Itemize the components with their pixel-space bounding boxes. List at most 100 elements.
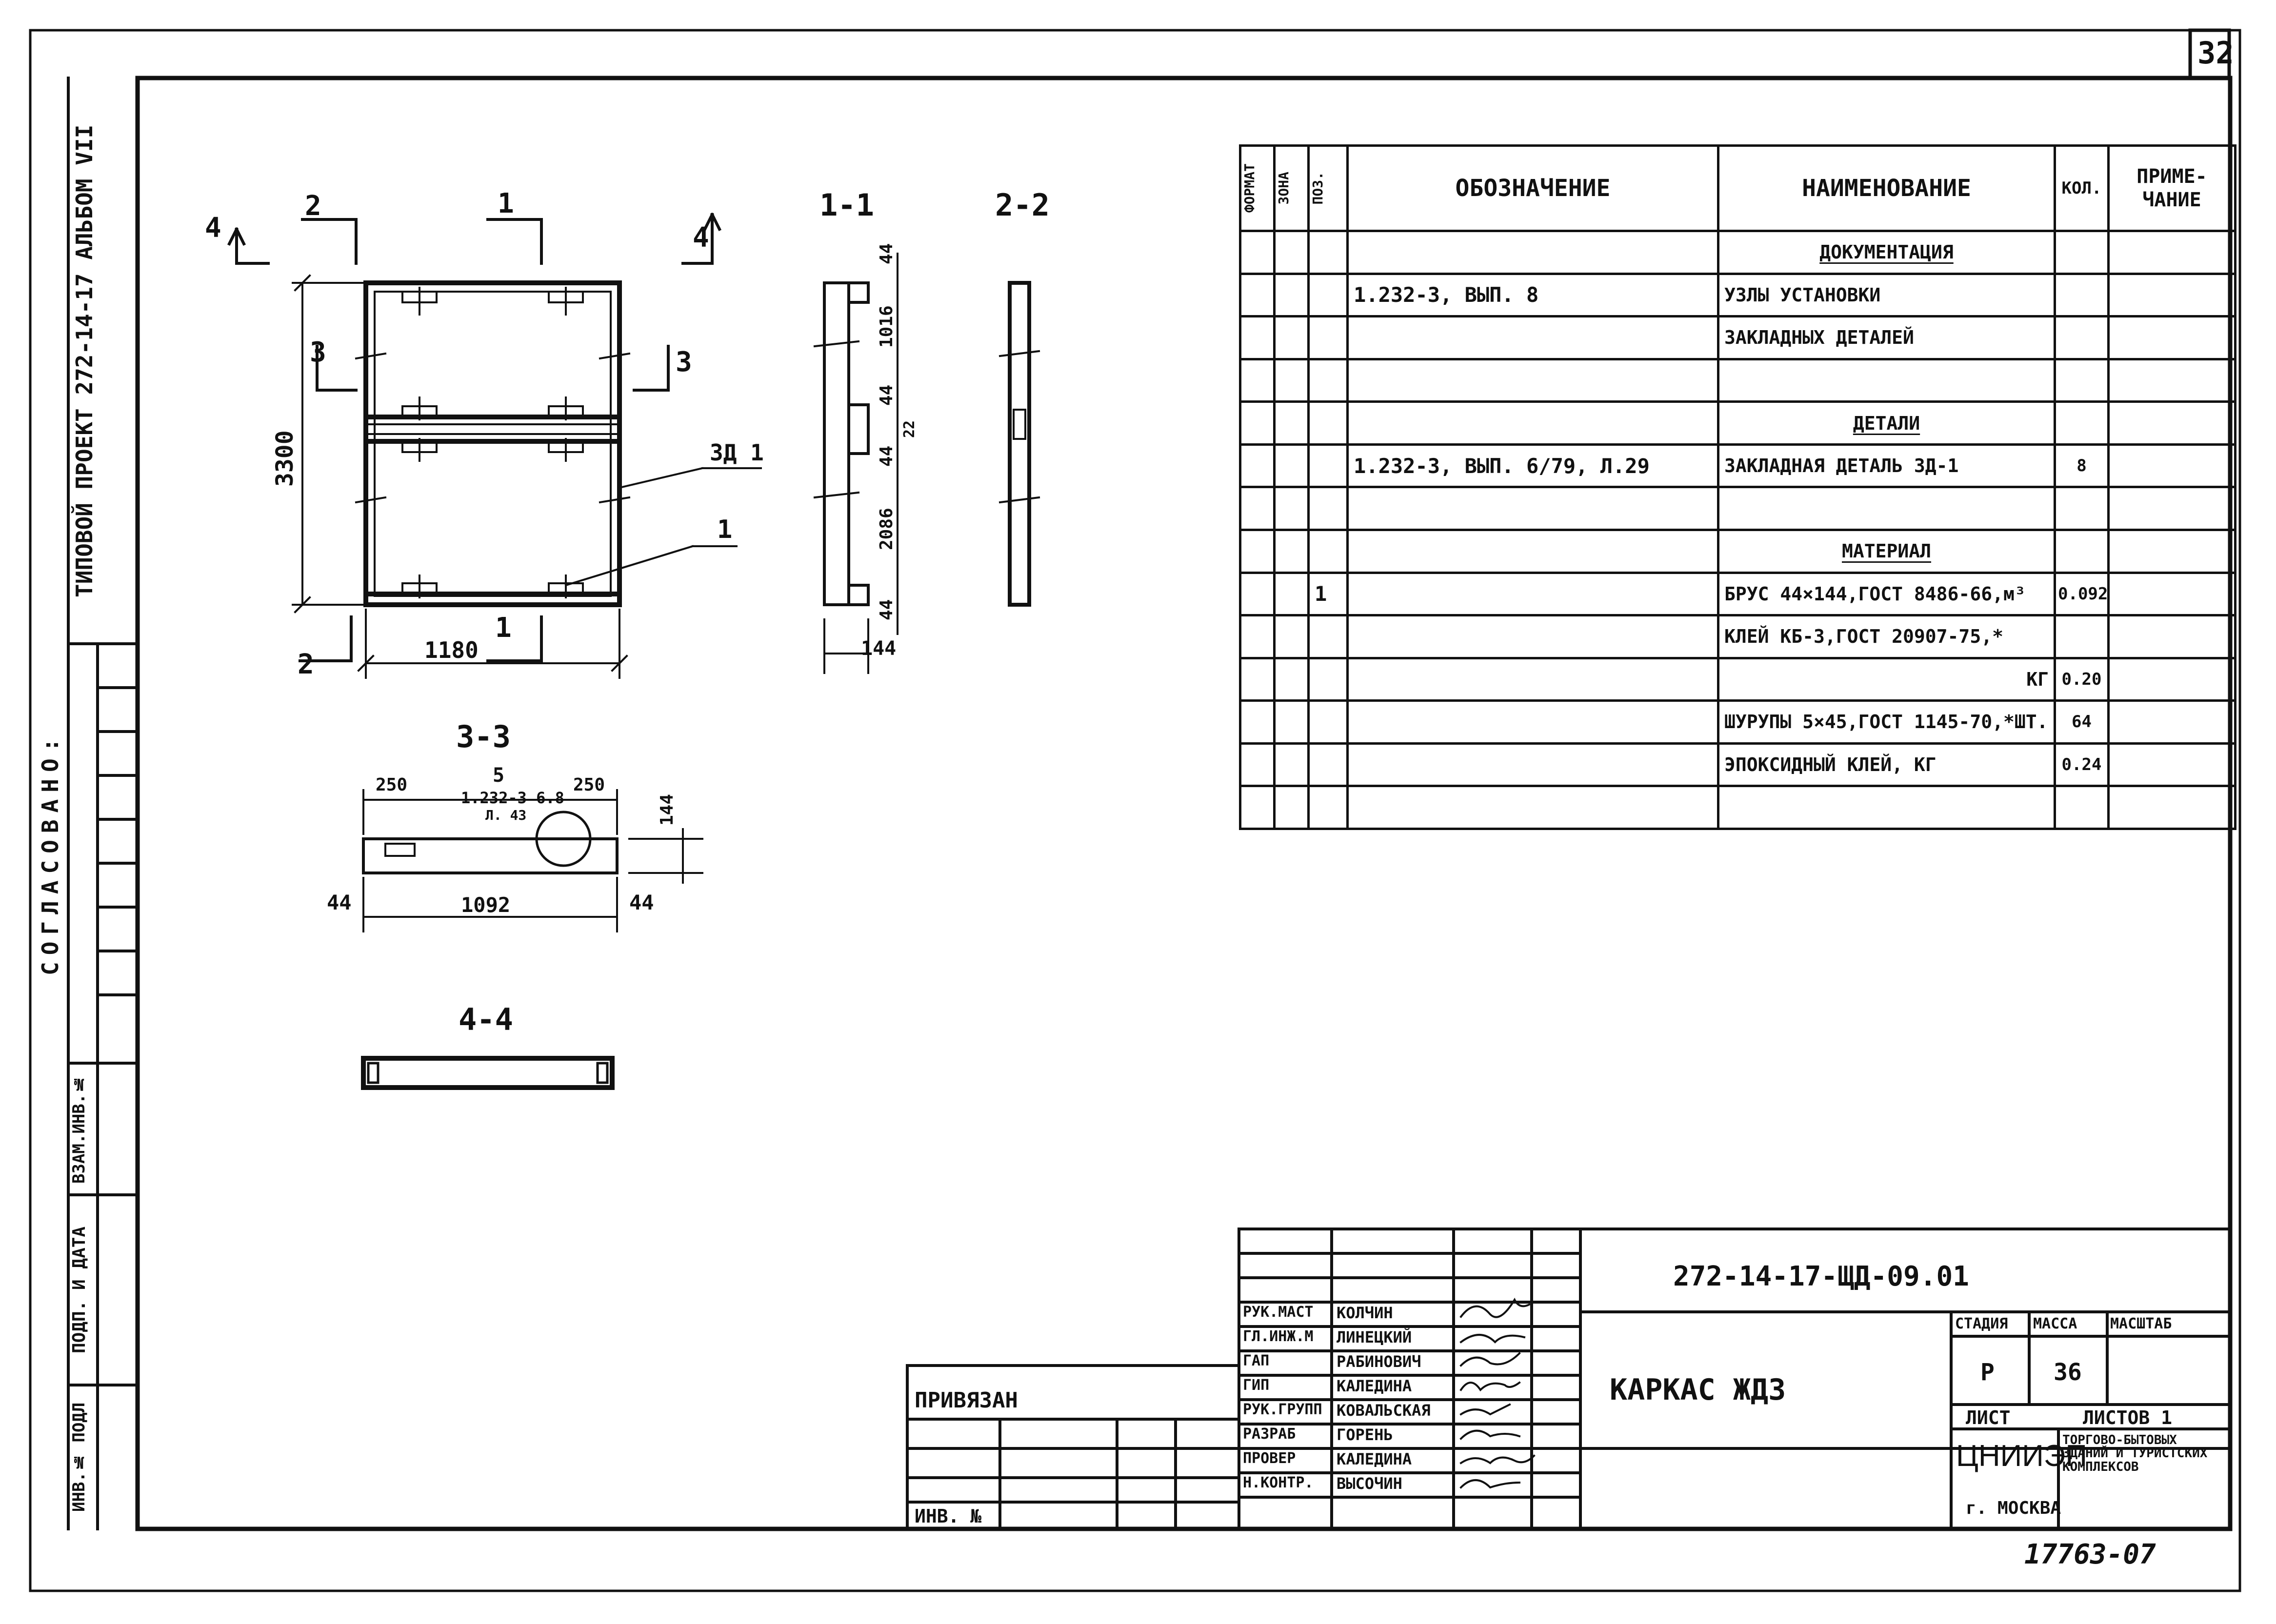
section-4-4 <box>361 1056 615 1090</box>
sheet-label: ЛИСТ <box>1966 1407 2011 1428</box>
cell-designation <box>1346 571 1719 617</box>
cell-pos <box>1307 699 1349 745</box>
cell-pos <box>1307 742 1349 788</box>
cell-designation <box>1346 614 1719 659</box>
city: г. МОСКВА <box>1966 1498 2061 1518</box>
section-3-3 <box>362 789 703 932</box>
org-desc: ТОРГОВО-БЫТОВЫХ ЗДАНИЙ И ТУРИСТСКИХ КОМП… <box>2062 1433 2208 1474</box>
cut-label-1-top: 1 <box>498 188 514 219</box>
callout-zd1: ЗД 1 <box>710 439 764 466</box>
section-1-1 <box>813 253 898 674</box>
mass-value: 36 <box>2054 1359 2082 1386</box>
cell-designation <box>1346 699 1719 745</box>
stage-value: Р <box>1980 1359 1995 1386</box>
col-note: ПРИМЕ-ЧАНИЕ <box>2107 144 2236 232</box>
signatory-name: КАЛЕДИНА <box>1337 1377 1412 1395</box>
section-4-4-title: 4-4 <box>459 1002 513 1037</box>
cell-format <box>1239 315 1276 360</box>
cell-note <box>2107 699 2236 745</box>
mass-label: МАССА <box>2033 1315 2077 1332</box>
sec11-dim-1016: 1016 <box>877 305 897 348</box>
cell-name: УЗЛЫ УСТАНОВКИ <box>1717 272 2056 318</box>
cell-qty <box>2054 230 2110 275</box>
sec33-dim-mid: 5 <box>493 764 505 787</box>
cell-format <box>1239 230 1276 275</box>
col-name: НАИМЕНОВАНИЕ <box>1717 144 2056 232</box>
signatory-name: РАБИНОВИЧ <box>1337 1352 1421 1371</box>
cell-designation: 1.232-3, ВЫП. 6/79, Л.29 <box>1346 443 1719 489</box>
cell-designation: 1.232-3, ВЫП. 8 <box>1346 272 1719 318</box>
cell-note <box>2107 443 2236 489</box>
signatory-role: ГАП <box>1243 1352 1270 1369</box>
sec33-dim-side-r: 44 <box>629 891 654 914</box>
cell-name <box>1717 486 2056 531</box>
cell-name: ЗАКЛАДНЫХ ДЕТАЛЕЙ <box>1717 315 2056 360</box>
sec11-dim-22: 22 <box>901 420 918 438</box>
spec-row: КЛЕЙ КБ-3,ГОСТ 20907-75,* <box>1239 614 2236 659</box>
spec-row <box>1239 785 2236 830</box>
cell-format <box>1239 357 1276 403</box>
cell-note <box>2107 614 2236 659</box>
section-3-3-title: 3-3 <box>456 719 511 754</box>
cell-qty: 0.24 <box>2054 742 2110 788</box>
cell-format <box>1239 742 1276 788</box>
cell-pos <box>1307 614 1349 659</box>
cell-qty <box>2054 614 2110 659</box>
signatory-name: КАЛЕДИНА <box>1337 1450 1412 1468</box>
sign-date-label: ПОДП. И ДАТА <box>69 1226 89 1354</box>
sec11-dim-44b: 44 <box>877 384 897 406</box>
cell-note <box>2107 272 2236 318</box>
cell-pos <box>1307 315 1349 360</box>
section-1-1-title: 1-1 <box>819 187 874 223</box>
cell-format <box>1239 785 1276 830</box>
cell-designation <box>1346 528 1719 574</box>
inv-no-bottom: ИНВ. № <box>915 1505 982 1527</box>
cell-format <box>1239 272 1276 318</box>
cell-name <box>1717 357 2056 403</box>
cell-note <box>2107 785 2236 830</box>
cell-zone <box>1273 443 1310 489</box>
cell-designation <box>1346 656 1719 702</box>
cell-note <box>2107 486 2236 531</box>
cell-note <box>2107 571 2236 617</box>
sec33-dim-height: 144 <box>657 793 677 826</box>
sec33-dim-left: 250 <box>376 775 408 795</box>
bound-label: ПРИВЯЗАН <box>915 1388 1018 1413</box>
cell-zone <box>1273 315 1310 360</box>
signatory-name: ГОРЕНЬ <box>1337 1426 1393 1444</box>
archive-no: 17763-07 <box>2024 1539 2156 1570</box>
signatory-role: РУК.ГРУПП <box>1243 1401 1322 1418</box>
section-2-2 <box>998 281 1040 607</box>
cut-label-3-left: 3 <box>310 337 326 368</box>
cell-format <box>1239 614 1276 659</box>
cut-label-4-right: 4 <box>693 222 709 254</box>
cell-pos <box>1307 486 1349 531</box>
signatory-name: КОВАЛЬСКАЯ <box>1337 1401 1431 1420</box>
cell-format <box>1239 400 1276 446</box>
cell-qty <box>2054 357 2110 403</box>
cell-qty <box>2054 785 2110 830</box>
spec-row: ДЕТАЛИ <box>1239 400 2236 446</box>
sec33-ref-1: 1.232-3 6.8 <box>461 789 564 807</box>
cell-note <box>2107 357 2236 403</box>
cell-qty <box>2054 486 2110 531</box>
cell-qty <box>2054 272 2110 318</box>
cell-zone <box>1273 785 1310 830</box>
signatory-role: ПРОВЕР <box>1243 1450 1296 1467</box>
cell-zone <box>1273 400 1310 446</box>
signatory-name: ВЫСОЧИН <box>1337 1474 1402 1493</box>
cell-zone <box>1273 614 1310 659</box>
project-title: ТИПОВОЙ ПРОЕКТ 272-14-17 АЛЬБОМ VII <box>71 124 98 597</box>
cell-pos: 1 <box>1307 571 1349 617</box>
cell-format <box>1239 699 1276 745</box>
cell-qty: 0.092 <box>2054 571 2110 617</box>
cell-note <box>2107 656 2236 702</box>
cell-note <box>2107 528 2236 574</box>
cut-label-4-left: 4 <box>205 212 221 244</box>
cell-pos <box>1307 656 1349 702</box>
cell-pos <box>1307 785 1349 830</box>
cell-designation <box>1346 742 1719 788</box>
section-2-2-title: 2-2 <box>995 187 1050 223</box>
